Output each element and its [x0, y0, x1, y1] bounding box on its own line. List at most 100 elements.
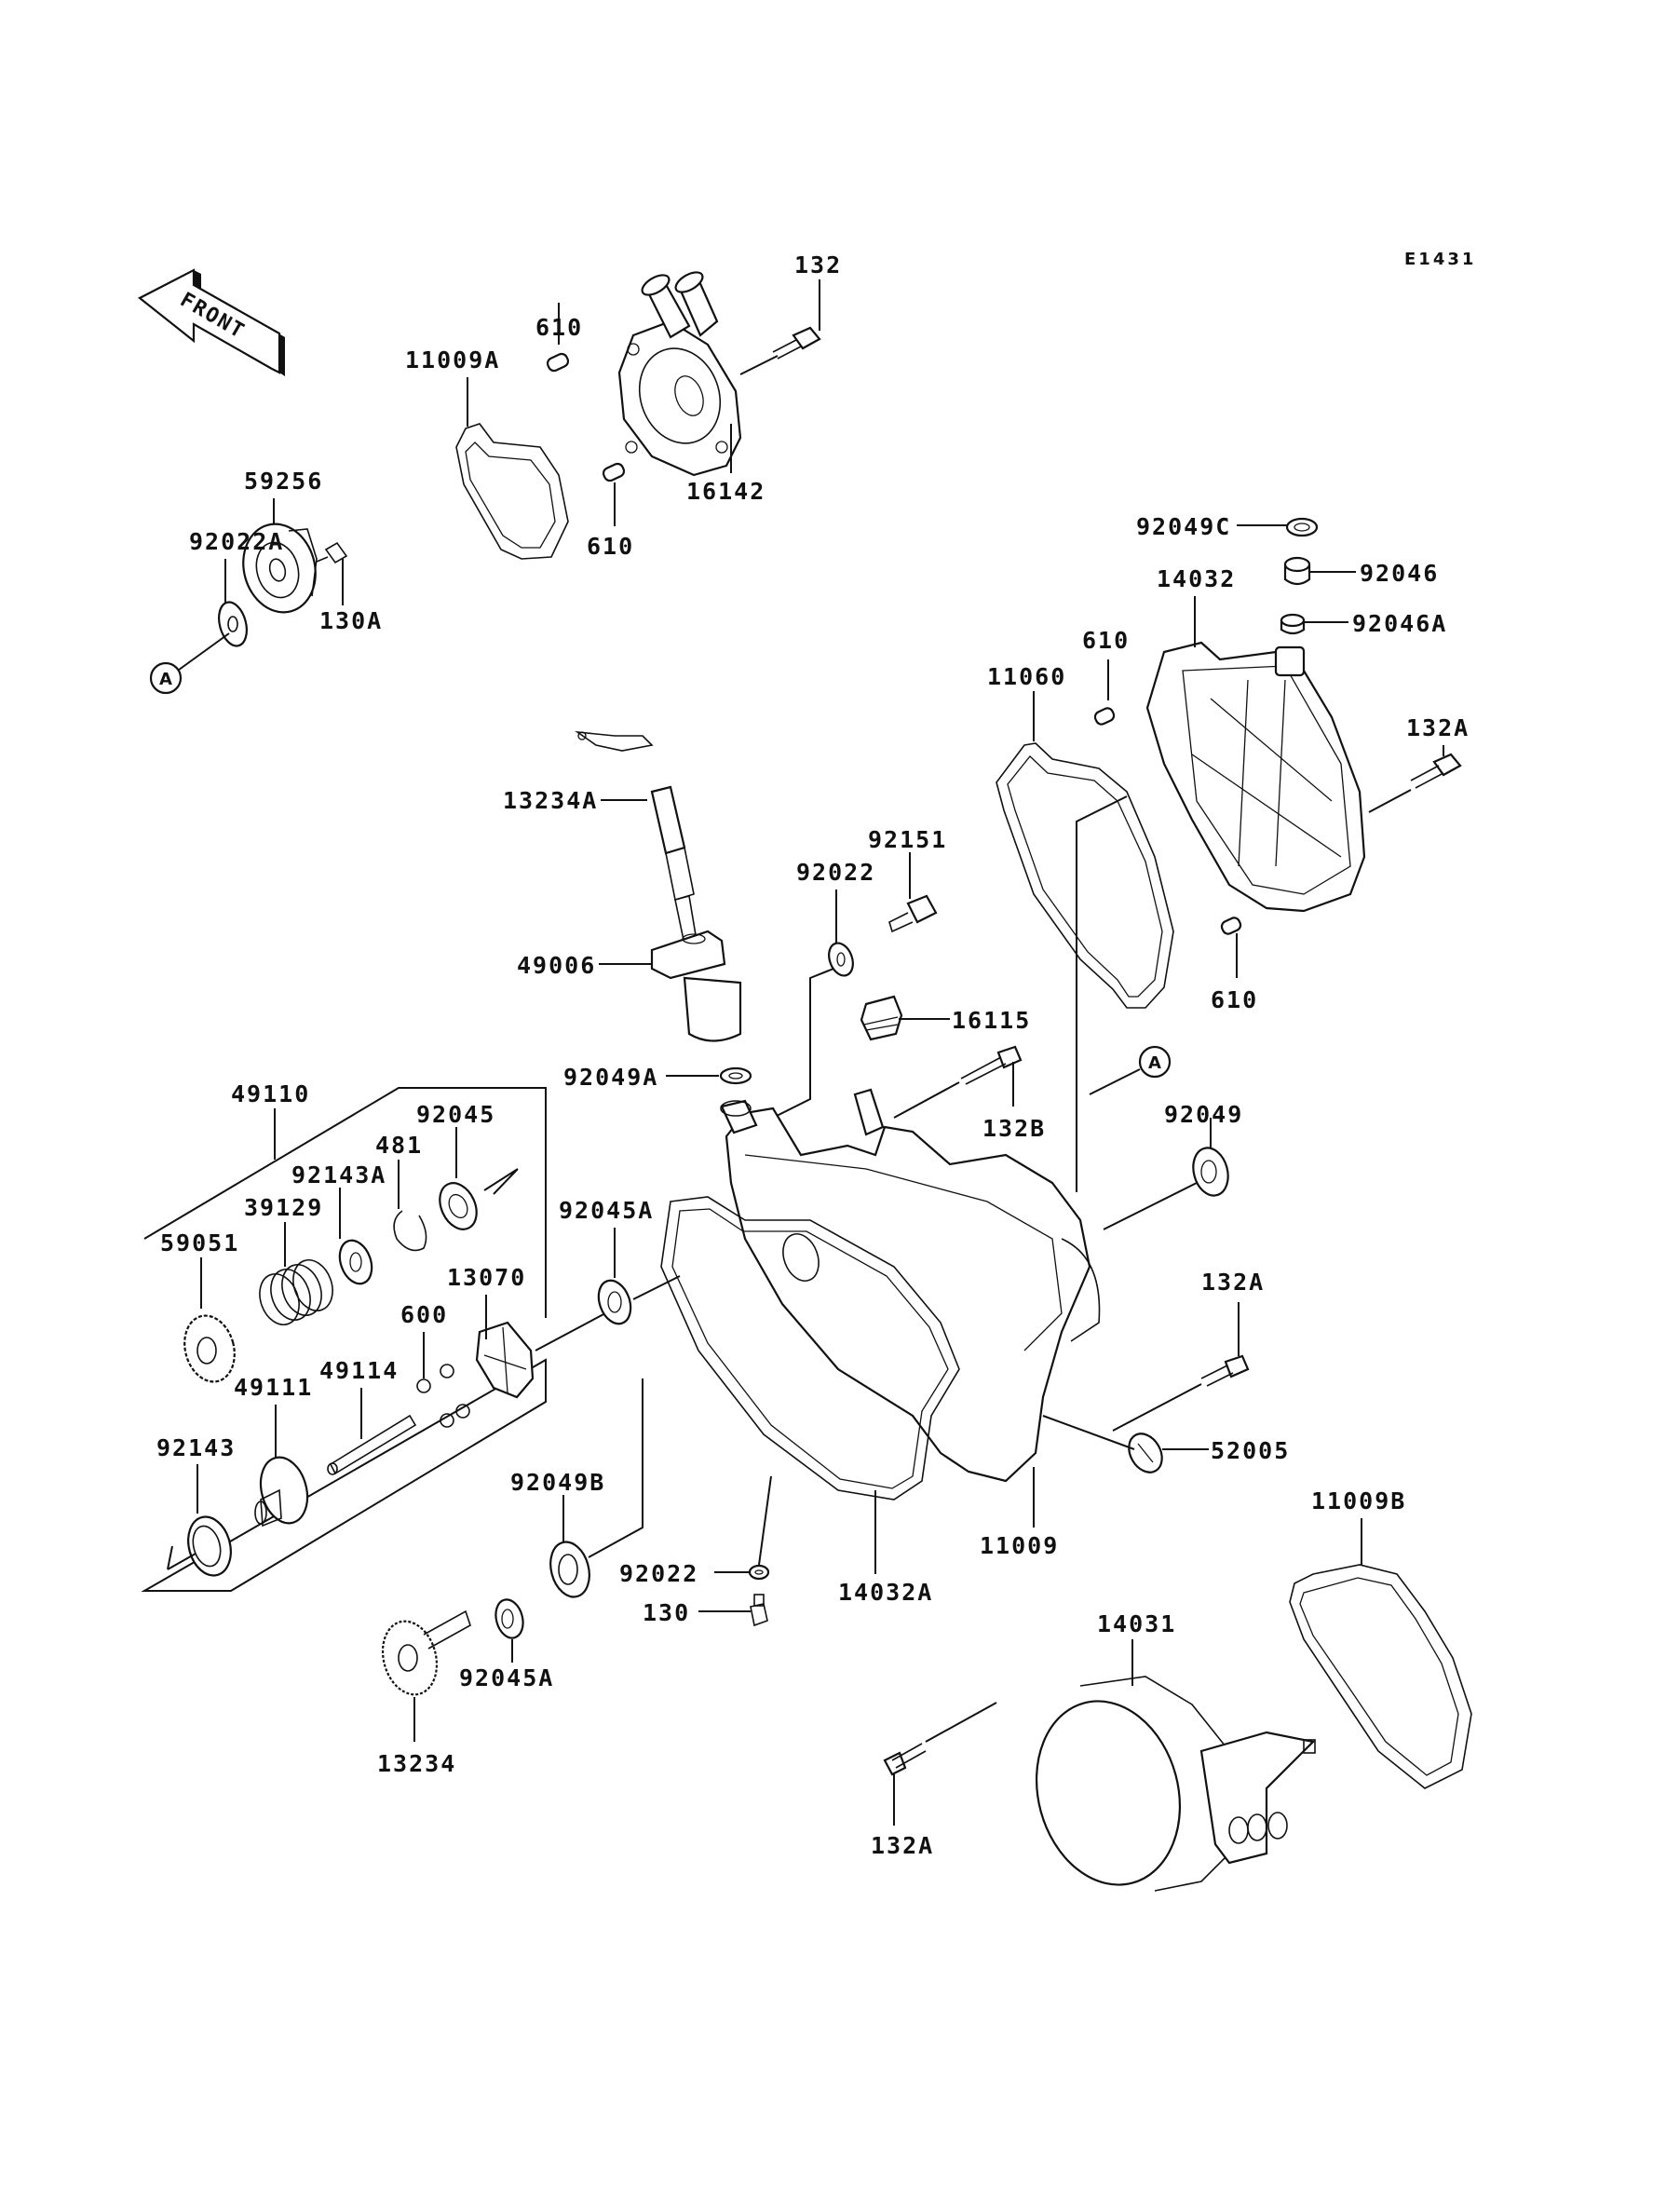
part-92046-bushing[interactable]: [1283, 556, 1356, 586]
part-600-steel-balls[interactable]: [416, 1332, 470, 1428]
part-92143A-collar[interactable]: [334, 1188, 377, 1288]
callout-11009A: 11009A: [405, 346, 500, 373]
callout-13070: 13070: [447, 1264, 526, 1291]
part-59051-gear[interactable]: [178, 1257, 242, 1388]
part-11009-gasket[interactable]: [660, 1196, 960, 1574]
callout-92049C: 92049C: [1136, 513, 1231, 540]
callout-132A: 132A: [871, 1832, 934, 1859]
part-13234A-tachometer-shaft[interactable]: [575, 730, 698, 946]
callout-92046: 92046: [1360, 560, 1439, 587]
callout-marker-a: A: [149, 661, 183, 695]
part-92045-bearing[interactable]: [433, 1127, 519, 1235]
part-92049-oil-seal[interactable]: [1103, 1118, 1233, 1230]
part-92022-washer[interactable]: [714, 1475, 772, 1581]
part-13234-gear[interactable]: [375, 1609, 471, 1742]
callout-13234A: 13234A: [503, 787, 598, 814]
part-132-bolt[interactable]: [739, 279, 821, 375]
part-14032-clutch-cover[interactable]: [1145, 596, 1366, 913]
svg-text:A: A: [159, 670, 175, 689]
part-130A-bolt[interactable]: [316, 541, 348, 605]
callout-92049A: 92049A: [563, 1064, 658, 1091]
part-49111-seal-housing[interactable]: [254, 1405, 315, 1528]
part-49006-tachometer-gear-housing[interactable]: [599, 930, 742, 1042]
callout-92045A: 92045A: [459, 1664, 554, 1691]
part-92022-washer[interactable]: [753, 890, 857, 1128]
callout-92022: 92022: [796, 859, 875, 886]
part-132B-bolt[interactable]: [893, 1045, 1023, 1119]
part-92022A-washer[interactable]: [174, 559, 251, 673]
callout-92022: 92022: [619, 1560, 698, 1587]
part-39129-spring[interactable]: [253, 1222, 340, 1330]
callout-610: 610: [587, 533, 634, 560]
part-92045A-bearing[interactable]: [593, 1228, 681, 1328]
callout-92151: 92151: [868, 826, 947, 853]
svg-text:A: A: [1148, 1053, 1164, 1073]
part-130-bolt[interactable]: [698, 1594, 768, 1627]
callout-16115: 16115: [952, 1007, 1031, 1034]
part-481-circlip[interactable]: [393, 1160, 427, 1252]
part-92151-bolt[interactable]: [888, 852, 938, 933]
callout-52005: 52005: [1211, 1437, 1290, 1464]
part-14032A-crankcase-cover[interactable]: [720, 1088, 1101, 1528]
callout-marker-a: A: [1089, 1045, 1172, 1095]
part-13070-impeller[interactable]: [475, 1295, 606, 1399]
part-92049A-oil-seal[interactable]: [666, 1066, 752, 1085]
part-16115-cap[interactable]: [860, 995, 950, 1041]
part-132A-bolt[interactable]: [883, 1702, 997, 1826]
callout-11009B: 11009B: [1311, 1487, 1406, 1514]
callout-92143: 92143: [156, 1434, 236, 1461]
callout-481: 481: [375, 1132, 423, 1159]
part-610-dowel[interactable]: [602, 462, 626, 526]
callout-49111: 49111: [234, 1374, 313, 1401]
part-14031-magneto-cover[interactable]: [1017, 1639, 1316, 1901]
callout-130A: 130A: [319, 607, 383, 634]
callout-132A: 132A: [1406, 714, 1470, 741]
part-610-dowel[interactable]: [1220, 916, 1242, 978]
callout-39129: 39129: [244, 1194, 323, 1221]
callout-600: 600: [400, 1301, 448, 1328]
callout-11009: 14032A: [838, 1579, 933, 1606]
callout-92045: 92045: [416, 1101, 495, 1128]
part-132A-bolt[interactable]: [1112, 1302, 1250, 1432]
callout-59051: 59051: [160, 1229, 239, 1256]
part-92143-collar[interactable]: [167, 1464, 237, 1581]
part-92046A-bushing[interactable]: [1280, 613, 1348, 635]
callout-610: 610: [535, 314, 583, 341]
callout-49006: 49006: [517, 952, 596, 979]
callout-59256: 59256: [244, 468, 323, 495]
part-59256-impeller[interactable]: [234, 498, 325, 620]
part-610-dowel[interactable]: [1093, 659, 1116, 727]
front-arrow-icon: FRONT: [137, 268, 285, 376]
part-52005-inspection-cap[interactable]: [1042, 1415, 1209, 1478]
part-92045A-bearing[interactable]: [492, 1596, 527, 1663]
part-49114-shaft[interactable]: [327, 1388, 417, 1475]
callout-16142: 16142: [686, 478, 765, 505]
reference-code: E1431: [1404, 250, 1476, 269]
callout-49110: 49110: [231, 1080, 310, 1107]
callout-49114: 49114: [319, 1357, 399, 1384]
callout-14032: 14032: [1157, 565, 1236, 592]
callout-11060: 11060: [987, 663, 1066, 690]
callout-130: 130: [643, 1599, 690, 1626]
callout-132B: 132B: [982, 1115, 1046, 1142]
callout-610: 610: [1082, 627, 1130, 654]
callout-92049: 92049: [1164, 1101, 1243, 1128]
part-92049C-oil-seal[interactable]: [1237, 517, 1319, 537]
callout-132: 132: [794, 251, 842, 278]
part-16142-pump-cover[interactable]: [617, 268, 742, 477]
part-11009A-gasket[interactable]: [455, 377, 569, 560]
part-11060-gasket[interactable]: [996, 691, 1174, 1009]
part-92049B-oil-seal[interactable]: [545, 1378, 644, 1601]
callout-92046A: 92046A: [1352, 610, 1447, 637]
part-610-dowel[interactable]: [546, 303, 570, 373]
part-11009B-gasket[interactable]: [1289, 1518, 1472, 1789]
callout-92049B: 92049B: [510, 1469, 605, 1496]
callout-92045A: 92045A: [559, 1197, 654, 1224]
callout-610: 610: [1211, 986, 1258, 1013]
callout-14031: 14031: [1097, 1610, 1176, 1637]
callout-92022A: 92022A: [189, 528, 284, 555]
callout-132A: 132A: [1201, 1269, 1265, 1296]
part-132A-bolt[interactable]: [1368, 745, 1462, 813]
callout-13234: 13234: [377, 1750, 456, 1777]
